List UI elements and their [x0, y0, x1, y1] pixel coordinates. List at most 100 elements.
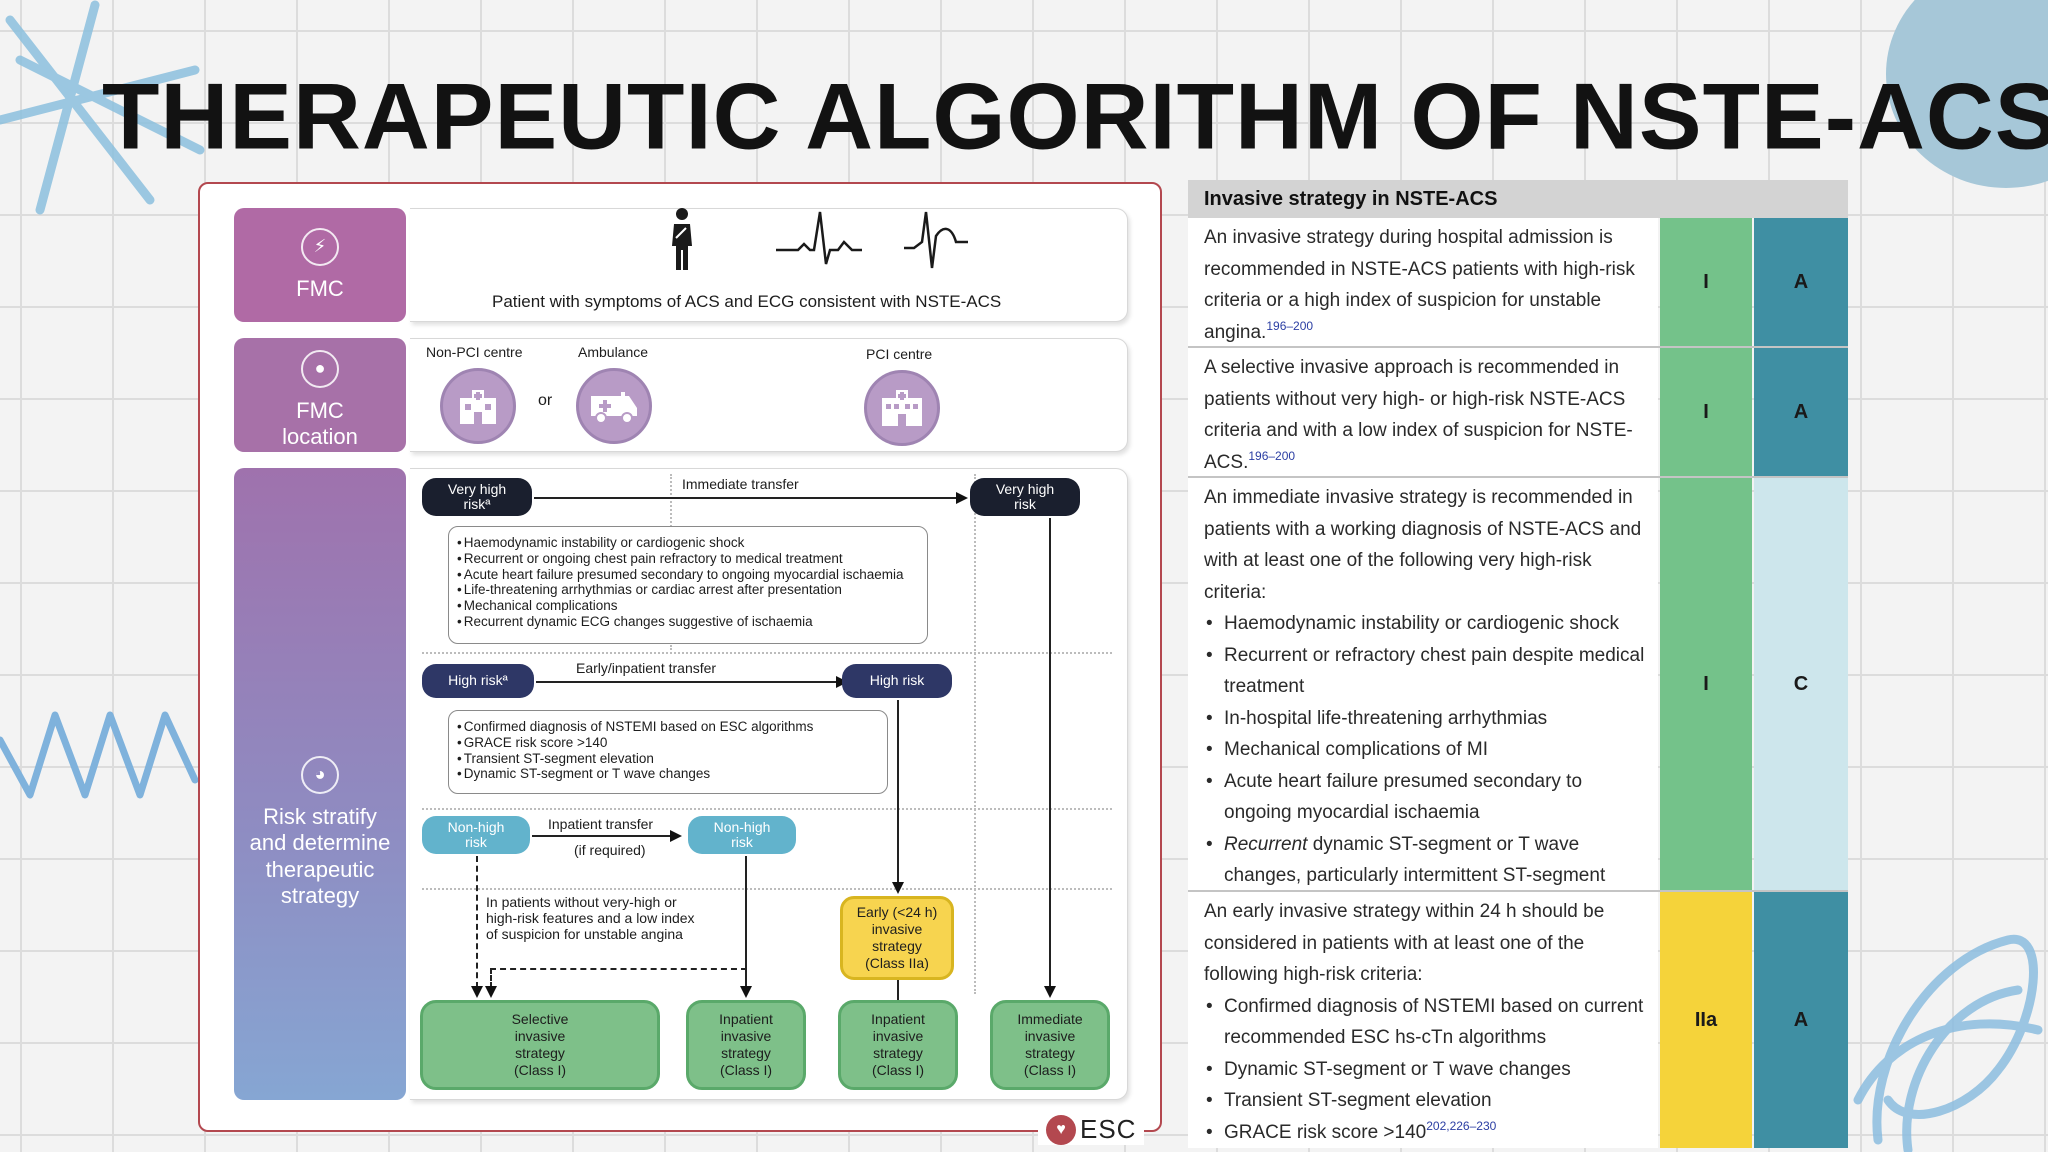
- risk-label-line3: therapeutic: [265, 856, 375, 882]
- outcome-line2: invasive: [1024, 1028, 1076, 1045]
- separator-high-nonhigh: [422, 808, 1112, 810]
- reference-superscript: 202,226–230: [1426, 1118, 1497, 1133]
- reference-superscript: 196–200: [1248, 448, 1296, 463]
- non-high-right-down-line: [745, 856, 747, 988]
- early-box-line1: Early (<24 h): [856, 904, 938, 921]
- heart-icon: ♥: [1046, 1114, 1076, 1145]
- outcome-line3: strategy: [515, 1045, 565, 1061]
- fmc-label: FMC: [296, 276, 344, 301]
- very-high-criterion: Haemodynamic instability or cardiogenic …: [457, 535, 919, 551]
- very-high-criterion: Mechanical complications: [457, 598, 919, 614]
- high-down-line: [897, 700, 899, 884]
- table-header: Invasive strategy in NSTE-ACS: [1188, 180, 1848, 218]
- very-high-left-line2: riskª: [463, 496, 491, 512]
- outcome-line2: invasive: [720, 1028, 772, 1045]
- non-high-right-arrowhead: [740, 986, 752, 998]
- reference-superscript: 196–200: [1266, 318, 1314, 333]
- outcome-line2: invasive: [872, 1028, 924, 1045]
- early-transfer-arrow: [536, 681, 838, 683]
- high-criterion: GRACE risk score >140: [457, 735, 879, 751]
- risk-stratify-row-label: ◕ Risk stratify and determine therapeuti…: [234, 468, 406, 1100]
- criteria-item: Mechanical complications of MI: [1204, 734, 1648, 766]
- non-high-left-line1: Non-high: [447, 818, 505, 835]
- outcome-line1: Selective: [511, 1011, 569, 1028]
- very-high-down-line: [1049, 518, 1051, 988]
- non-high-right-line1: Non-high: [713, 818, 771, 835]
- non-high-right-line2: risk: [731, 834, 753, 850]
- early-inpatient-transfer-label: Early/inpatient transfer: [576, 660, 717, 676]
- very-high-risk-criteria-box: Haemodynamic instability or cardiogenic …: [448, 526, 928, 644]
- criteria-item: Recurrent or refractory chest pain despi…: [1204, 640, 1648, 703]
- ambulance-icon: [576, 368, 652, 444]
- recommendation-body: A selective invasive approach is recomme…: [1204, 357, 1633, 473]
- outcome-line1: Inpatient: [719, 1011, 773, 1028]
- location-pin-icon: ●: [301, 350, 339, 388]
- immediate-transfer-arrow: [534, 497, 958, 499]
- st-elevation-waveform-icon: [904, 211, 968, 269]
- dashed-connector-down: [490, 968, 492, 988]
- if-required-label: (if required): [574, 842, 646, 858]
- dashed-connector: [490, 968, 747, 970]
- outcome-line4: (Class I): [1023, 1061, 1077, 1078]
- level-cell: A: [1754, 348, 1848, 476]
- table-row: An immediate invasive strategy is recomm…: [1188, 478, 1848, 918]
- criteria-item: Dynamic ST-segment or T wave changes: [1204, 1054, 1648, 1086]
- recommendation-body: An early invasive strategy within 24 h s…: [1204, 901, 1605, 985]
- high-criterion: Dynamic ST-segment or T wave changes: [457, 766, 879, 782]
- early-box-line2: invasive: [871, 921, 923, 938]
- or-label: or: [538, 392, 553, 409]
- non-high-left-dashed-line: [476, 856, 478, 988]
- immediate-transfer-label: Immediate transfer: [682, 476, 799, 492]
- non-pci-centre-label: Non-PCI centre: [426, 344, 523, 360]
- criteria-item: Acute heart failure presumed secondary t…: [1204, 766, 1648, 829]
- very-high-left-line1: Very high: [447, 480, 507, 497]
- very-high-criterion: Life-threatening arrhythmias or cardiac …: [457, 582, 919, 598]
- early-to-outcome-line: [897, 980, 899, 1000]
- non-high-left-line2: risk: [465, 834, 487, 850]
- recommendation-body: An immediate invasive strategy is recomm…: [1204, 487, 1642, 603]
- fmc-row-label: ⚡ FMC: [234, 208, 406, 322]
- table-row: A selective invasive approach is recomme…: [1188, 348, 1848, 478]
- very-high-criterion: Acute heart failure presumed secondary t…: [457, 567, 919, 583]
- table-row: An early invasive strategy within 24 h s…: [1188, 892, 1848, 1148]
- immediate-transfer-arrowhead: [956, 492, 968, 504]
- class-cell: IIa: [1660, 892, 1752, 1148]
- class-cell: I: [1660, 218, 1752, 346]
- inpatient-transfer-label: Inpatient transfer: [548, 816, 654, 832]
- non-high-left-arrowhead: [471, 986, 483, 998]
- very-high-right-line1: Very high: [995, 480, 1055, 497]
- brush-scribble-decoration: [1853, 934, 2043, 1152]
- ecg-waveform-icon: [776, 211, 862, 265]
- criteria-item: In-hospital life-threatening arrhythmias: [1204, 703, 1648, 735]
- dashed-connector-arrowhead: [485, 986, 497, 998]
- patient-description: Patient with symptoms of ACS and ECG con…: [492, 292, 1002, 311]
- risk-label-line4: strategy: [280, 883, 360, 909]
- early-box-line3: strategy: [872, 938, 922, 954]
- low-risk-note-line3: of suspicion for unstable angina: [486, 926, 683, 943]
- high-criterion: Transient ST-segment elevation: [457, 751, 879, 767]
- hospital-icon: [440, 368, 516, 444]
- outcome-line3: strategy: [1025, 1045, 1075, 1061]
- very-high-criterion: Recurrent dynamic ECG changes suggestive…: [457, 614, 919, 630]
- risk-label-line1: Risk stratify: [263, 804, 377, 829]
- outcome-line1: Inpatient: [871, 1011, 925, 1028]
- low-risk-note-line2: high-risk features and a low index: [486, 910, 695, 927]
- criteria-item: GRACE risk score >140202,226–230: [1204, 1117, 1648, 1149]
- early-box-line4: (Class IIa): [865, 954, 929, 971]
- outcome-line2: invasive: [514, 1028, 566, 1045]
- slide-title: THERAPEUTIC ALGORITHM OF NSTE-ACS6: [102, 63, 2048, 169]
- ambulance-label: Ambulance: [578, 344, 649, 360]
- lightning-icon: ⚡: [301, 228, 339, 266]
- outcome-line4: (Class I): [719, 1061, 773, 1078]
- high-risk-right-pill: High risk: [842, 664, 952, 698]
- outcome-line3: strategy: [873, 1045, 923, 1061]
- high-down-arrowhead: [892, 882, 904, 894]
- class-cell: I: [1660, 348, 1752, 476]
